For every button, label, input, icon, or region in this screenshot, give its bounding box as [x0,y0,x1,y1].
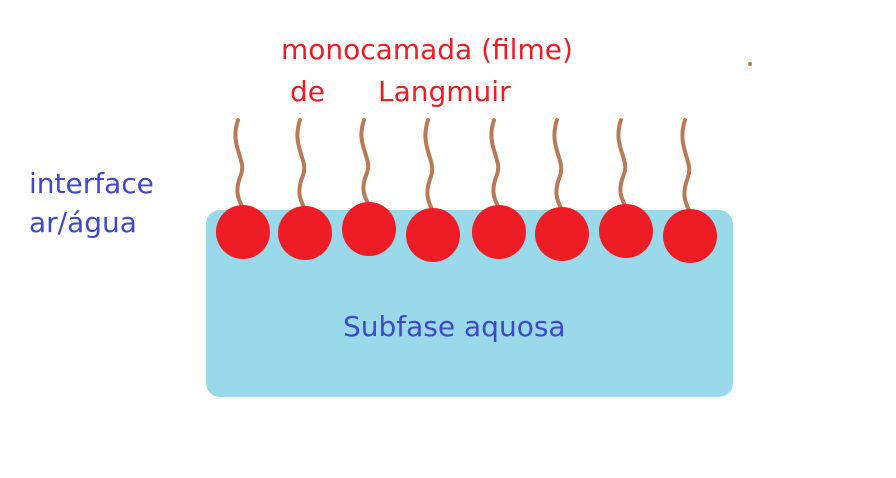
hydrophilic-head [216,205,270,259]
hydrophobic-tail [616,118,628,209]
stray-dot [748,62,752,66]
hydrophilic-head [599,204,653,258]
title-line-2-de: de [290,75,325,108]
hydrophobic-tail [295,118,307,211]
hydrophobic-tail [423,118,435,213]
hydrophilic-head [342,202,396,256]
subphase-label: Subfase aquosa [343,310,566,343]
aqueous-subphase [206,210,733,397]
interface-label-line-2: ar/água [29,206,137,239]
hydrophobic-tail [552,118,564,212]
hydrophilic-head [278,206,332,260]
hydrophilic-head [535,207,589,261]
hydrophobic-tail [233,118,245,210]
hydrophilic-head [406,208,460,262]
hydrophobic-tail [680,118,692,214]
amphiphile-molecules [216,118,717,263]
title-line-2-langmuir: Langmuir [378,75,511,108]
hydrophilic-head [472,205,526,259]
interface-label-line-1: interface [29,167,154,200]
hydrophobic-tail [489,118,501,210]
hydrophobic-tail [359,118,371,207]
title-line-1: monocamada (filme) [281,33,573,66]
hydrophilic-head [663,209,717,263]
